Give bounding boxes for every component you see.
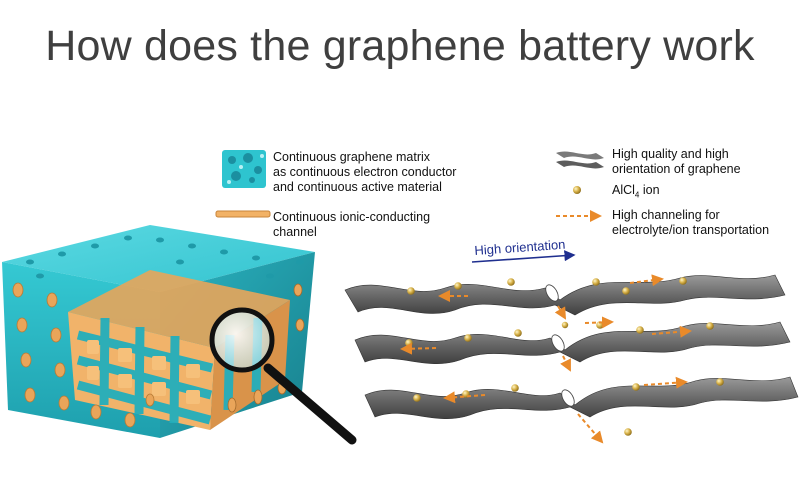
page-title: How does the graphene battery work (45, 22, 755, 70)
legend-matrix-line-1: Continuous graphene matrix (273, 150, 431, 164)
graphene-matrix-icon (222, 150, 266, 188)
legend-graphene-text: High quality and high orientation of gra… (612, 147, 741, 177)
legend-matrix-text: Continuous graphene matrix as continuous… (273, 150, 456, 195)
legend-channel-line-2: channel (273, 225, 317, 239)
legend-graphene-line-2: orientation of graphene (612, 162, 741, 176)
legend-matrix-line-2: as continuous electron conductor (273, 165, 457, 179)
graphene-sheets (344, 250, 799, 444)
legend-channel-line-1: Continuous ionic-conducting (273, 210, 431, 224)
legend-ion-prefix: AlCl (612, 183, 635, 197)
legend-channel-text: Continuous ionic-conducting channel (273, 210, 430, 240)
legend-channeling-line-1: High channeling for (612, 208, 720, 222)
legend-matrix-line-3: and continuous active material (273, 180, 442, 194)
ion-sphere-icon (573, 186, 581, 194)
graphene-sheet-icon (556, 151, 604, 169)
legend-channeling-text: High channeling for electrolyte/ion tran… (612, 208, 769, 238)
legend-graphene-line-1: High quality and high (612, 147, 729, 161)
legend-ion-sub: 4 (634, 190, 640, 200)
legend-channeling-line-2: electrolyte/ion transportation (612, 223, 770, 237)
magnifier (209, 307, 357, 445)
legend-ion-text: AlCl4 ion (612, 183, 660, 203)
ionic-channel-icon (215, 210, 271, 218)
legend-ion-suffix: ion (639, 183, 660, 197)
